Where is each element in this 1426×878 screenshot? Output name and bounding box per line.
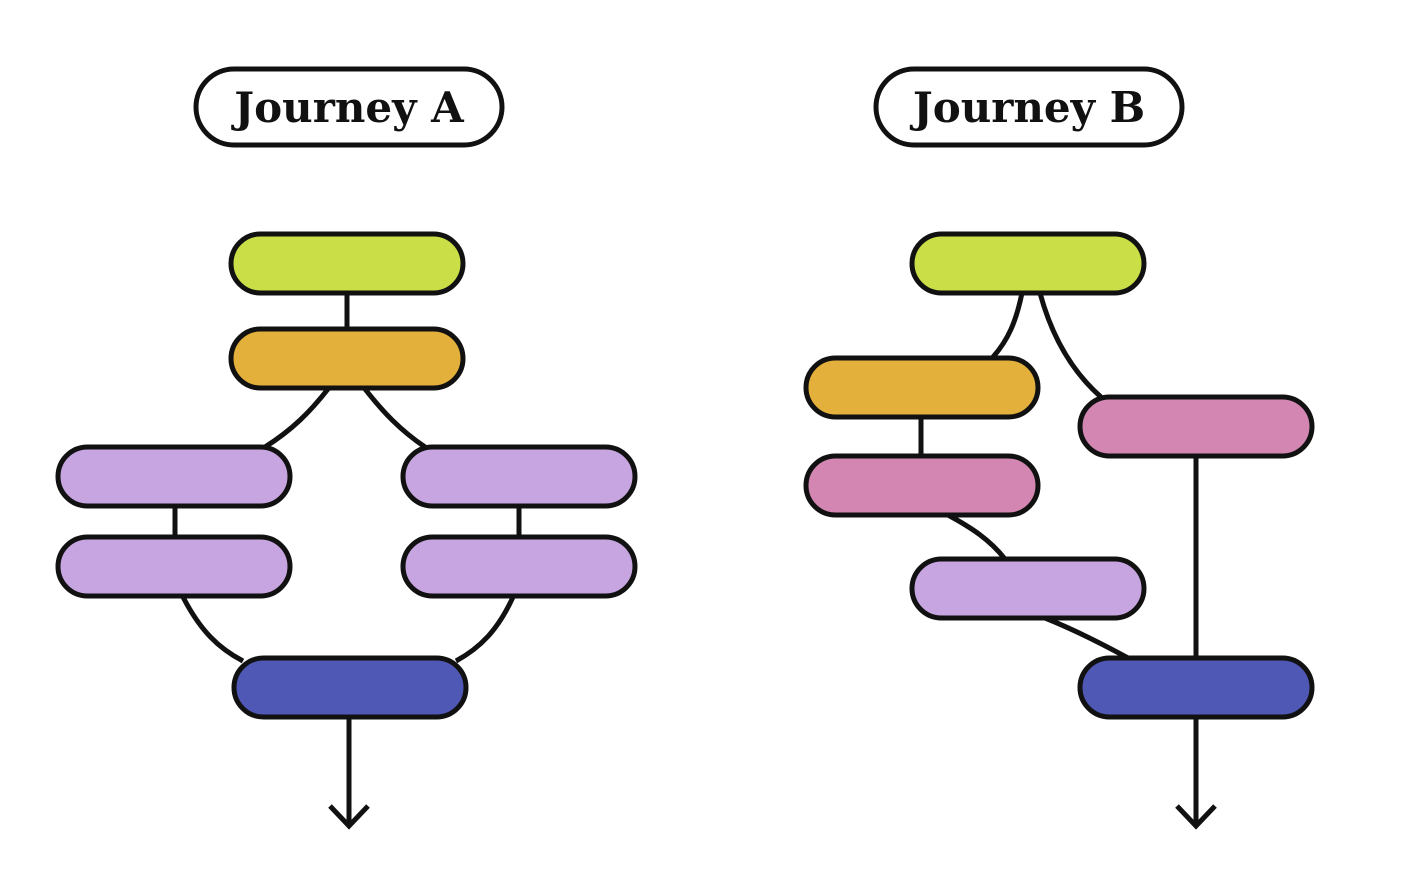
connector-a-step2-to-left [263,387,330,450]
connector-a-left2-to-end [180,595,245,664]
node-b-middle [909,556,1147,621]
node-a-branch-left-1 [55,444,293,509]
journey-a: Journey A [55,66,638,830]
arrowhead-b-icon [1175,804,1217,830]
journey-a-title: Journey A [230,83,465,132]
node-a-branch-left-2 [55,534,293,599]
journey-b-connectors [918,292,1217,830]
journey-b-title-badge: Journey B [873,66,1185,148]
node-a-branch-right-1 [400,444,638,509]
node-a-branch-right-2 [400,534,638,599]
connector-a-right2-to-end [454,595,516,664]
journey-a-title-badge: Journey A [193,66,505,148]
connector-a-step2-to-right [363,387,427,450]
journey-a-nodes [55,231,638,720]
node-b-left-2 [803,453,1041,518]
connector-b-middle-to-end [1044,615,1130,661]
node-b-right-1 [1077,394,1315,459]
node-a-step-2 [228,326,466,391]
connector-b-start-to-right1 [1037,292,1103,399]
node-a-start [228,231,466,296]
node-a-end [231,655,469,720]
arrowhead-a-icon [328,804,370,830]
connector-b-left2-to-middle [946,512,1007,561]
node-b-end [1077,655,1315,720]
connector-b-start-to-left1 [991,292,1025,359]
journey-b-title: Journey B [909,83,1145,132]
node-b-start [909,231,1147,296]
journey-b-nodes [803,231,1315,720]
node-b-left-1 [803,355,1041,420]
journey-a-connectors [172,293,522,830]
journey-b: Journey B [803,66,1315,830]
